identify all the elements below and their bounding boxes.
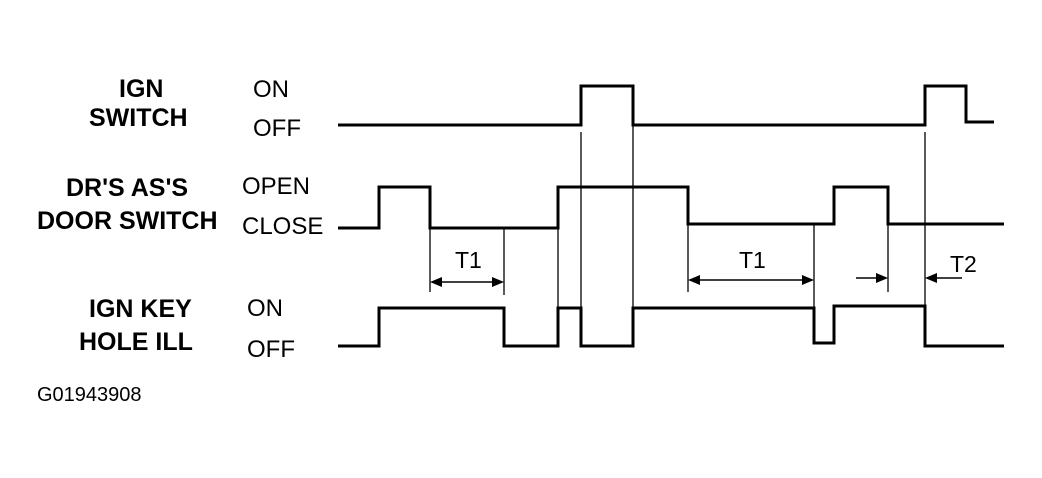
signal-label-line-2: HOLE ILL xyxy=(79,328,193,356)
interval-label: T2 xyxy=(950,251,977,277)
signal-label-line-2: DOOR SWITCH xyxy=(37,207,218,235)
interval-t1-second: T1 xyxy=(688,247,814,285)
signal-key-hole-ill: IGN KEY HOLE ILL ON OFF xyxy=(79,295,1004,363)
signal-ign-switch: IGN SWITCH ON OFF xyxy=(89,75,994,142)
low-state-label: OFF xyxy=(253,115,301,142)
signal-label-line-1: IGN KEY xyxy=(89,295,192,323)
signal-door-switch: DR'S AS'S DOOR SWITCH OPEN CLOSE xyxy=(37,173,1004,240)
reference-guides xyxy=(429,125,926,308)
low-state-label: OFF xyxy=(247,336,295,363)
key-hole-ill-waveform xyxy=(338,304,1004,348)
door-switch-waveform xyxy=(338,185,1004,230)
interval-label: T1 xyxy=(739,247,766,273)
interval-t2: T2 xyxy=(856,251,977,283)
signal-label-line-2: SWITCH xyxy=(89,104,188,132)
signal-label-line-1: DR'S AS'S xyxy=(66,174,188,202)
arrow-left-icon xyxy=(430,277,442,287)
arrow-left-icon xyxy=(688,275,700,285)
high-state-label: OPEN xyxy=(242,173,310,200)
arrow-right-icon xyxy=(876,273,888,283)
high-state-label: ON xyxy=(253,76,289,103)
interval-label: T1 xyxy=(455,247,482,273)
high-state-label: ON xyxy=(247,295,283,322)
low-state-label: CLOSE xyxy=(242,213,323,240)
arrow-left-icon xyxy=(925,273,937,283)
arrow-right-icon xyxy=(492,277,504,287)
ign-switch-waveform xyxy=(338,84,994,127)
interval-t1-first: T1 xyxy=(430,247,504,287)
signal-label-line-1: IGN xyxy=(119,75,163,103)
arrow-right-icon xyxy=(802,275,814,285)
figure-id: G01943908 xyxy=(37,384,142,406)
